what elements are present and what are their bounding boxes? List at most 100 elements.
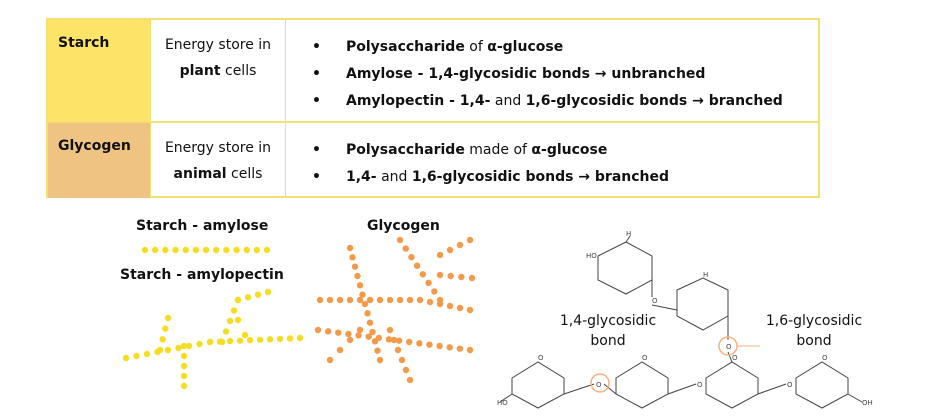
desc-bold: plant — [179, 63, 221, 79]
glucose-dot — [366, 296, 374, 304]
glucose-dot — [216, 338, 224, 345]
amylopectin-dots — [122, 288, 304, 390]
amylose-label: Starch - amylose — [136, 218, 269, 234]
atom-label: H — [703, 271, 708, 279]
bond-line — [757, 383, 787, 395]
bullet-bold: Polysaccharide — [346, 142, 465, 158]
glucose-dot — [456, 345, 464, 352]
glucose-dot — [416, 340, 423, 347]
atom-label: OH — [862, 399, 873, 407]
glucose-dot — [354, 272, 361, 280]
glucose-dot — [416, 296, 424, 304]
glucose-dot — [371, 338, 379, 345]
glucose-dot — [326, 296, 334, 304]
atom-label: O — [652, 297, 658, 305]
glucose-dot — [436, 251, 444, 259]
glucose-dot — [426, 298, 434, 306]
glucose-dot — [243, 246, 250, 254]
glucose-dot — [335, 329, 342, 336]
bullet-text: and — [490, 93, 526, 109]
glucose-dot — [296, 334, 304, 342]
row-bullets: Polysaccharide made of α-glucose 1,4- an… — [288, 123, 818, 198]
glucose-dot — [426, 341, 433, 348]
atom-label: O — [732, 354, 738, 362]
row-name: Glycogen — [48, 123, 150, 198]
glucose-dot — [431, 288, 438, 295]
glucose-dot — [402, 366, 410, 374]
glucose-dot — [351, 263, 359, 270]
glucose-dot — [212, 246, 220, 254]
glucose-dot — [390, 336, 398, 344]
bullet-text: of — [464, 39, 488, 55]
glucose-dot — [466, 306, 474, 314]
bond-line — [847, 393, 863, 403]
ring-2 — [615, 361, 669, 409]
glucose-dot — [233, 246, 240, 254]
glucose-dot — [263, 246, 271, 254]
glucose-dot — [236, 337, 244, 344]
glycogen-dots — [314, 236, 476, 384]
glucose-dot — [276, 335, 284, 343]
glucose-dot — [386, 296, 394, 304]
glucose-dot — [151, 246, 159, 254]
glucose-dot — [356, 326, 364, 334]
bullet-bold2: α-glucose — [531, 142, 608, 158]
glucose-dot — [162, 325, 169, 332]
glucose-dot — [218, 338, 226, 346]
glucose-dot — [202, 246, 210, 254]
glucose-dot — [266, 336, 274, 343]
glucose-dot — [359, 291, 366, 298]
middle-ring — [676, 277, 729, 331]
bullet-bold: Polysaccharide — [346, 39, 465, 55]
glucose-dot — [436, 342, 443, 350]
atom-label: O — [538, 354, 544, 362]
glucose-dot — [376, 296, 384, 304]
amylopectin-label: Starch - amylopectin — [120, 267, 284, 283]
glucose-dot — [141, 246, 149, 254]
glucose-dot — [466, 236, 474, 244]
amylose-dots — [141, 246, 271, 254]
glucose-dot — [345, 330, 352, 338]
glucose-dot — [133, 352, 140, 360]
glucose-dot — [182, 246, 189, 254]
ring-3 — [705, 361, 759, 409]
glucose-dot — [366, 319, 374, 326]
glucose-dot — [336, 296, 344, 304]
atom-label: O — [822, 354, 828, 362]
glucose-dot — [386, 326, 394, 334]
glucose-dot — [222, 328, 230, 335]
bond-line — [651, 304, 678, 311]
glucose-dot — [406, 338, 413, 346]
desc-line2: animal cells — [151, 161, 285, 187]
bullet-bold: 1,4- — [346, 169, 377, 185]
glucose-dot — [406, 296, 414, 304]
glucose-dot — [180, 352, 188, 360]
row-description: Energy store in animal cells — [150, 123, 286, 198]
glucose-dot — [122, 354, 130, 362]
glucose-dot — [402, 245, 409, 252]
atom-label: O — [596, 381, 602, 389]
glucose-dot — [226, 337, 234, 345]
bond-line — [499, 393, 513, 403]
glucose-dot — [355, 332, 362, 339]
bond-line — [625, 235, 631, 243]
glucose-dot — [234, 296, 242, 304]
bond-line — [603, 383, 617, 395]
glucose-dot — [156, 346, 164, 354]
row-description: Energy store in plant cells — [150, 20, 286, 121]
desc-rest: cells — [220, 63, 257, 79]
glucose-dot — [241, 331, 249, 339]
desc-bold: animal — [173, 166, 227, 182]
glucose-dot — [254, 291, 262, 298]
starch-row: Starch Energy store in plant cells Polys… — [48, 20, 818, 123]
bullet-bold2: 1,6-glycosidic bonds → branched — [411, 169, 670, 185]
glucose-dot — [172, 246, 179, 254]
glucose-dot — [396, 236, 404, 244]
glucose-dot — [264, 288, 272, 296]
bullet-bold: Amylopectin - 1,4- — [346, 93, 491, 109]
glucose-dot — [346, 296, 354, 304]
glucose-dot — [346, 244, 354, 252]
glucose-dot — [256, 336, 264, 343]
